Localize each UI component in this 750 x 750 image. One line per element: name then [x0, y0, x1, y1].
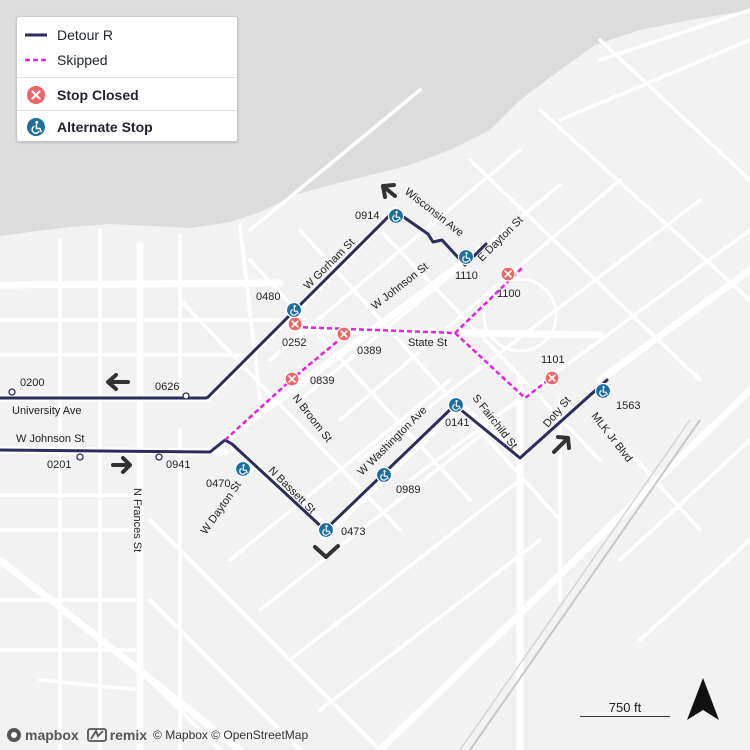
stop-label: 1100 — [497, 288, 521, 300]
stop-label: 0141 — [445, 417, 469, 429]
stop-label: 0252 — [282, 337, 306, 349]
stop-label: 0470 — [206, 478, 230, 490]
street-label: W Johnson St — [16, 433, 84, 445]
attribution: mapbox remix © Mapbox © OpenStreetMap — [6, 726, 308, 744]
scale-line — [580, 716, 670, 717]
stop-label: 0201 — [47, 459, 71, 471]
alternate-stop-icon[interactable] — [457, 248, 475, 266]
alternate-stop-icon[interactable] — [594, 382, 612, 400]
rail-line — [469, 419, 701, 750]
legend-closed-label: Stop Closed — [57, 87, 139, 103]
stop-label: 0200 — [20, 377, 44, 389]
skipped-line-icon — [25, 57, 47, 63]
street-label: University Ave — [12, 405, 82, 417]
street-label: State St — [408, 337, 447, 349]
detour-line-icon — [25, 32, 47, 38]
remix-logo-icon — [86, 727, 107, 743]
legend-alternate-label: Alternate Stop — [57, 119, 153, 135]
arrow-icon — [111, 456, 132, 474]
stop-label: 1110 — [455, 270, 478, 282]
stop-label: 0839 — [310, 375, 334, 387]
stop-label: 0914 — [355, 210, 379, 222]
remix-wordmark: remix — [109, 727, 148, 743]
stop-label: 1563 — [616, 400, 640, 412]
scale-label: 750 ft — [608, 700, 642, 715]
alternate-stop-icon[interactable] — [285, 301, 303, 319]
x-circle-icon — [25, 85, 47, 105]
stop-label: 0389 — [357, 345, 381, 357]
legend-divider — [17, 77, 237, 78]
detour-route — [0, 210, 609, 532]
alternate-stop-icon[interactable] — [447, 396, 465, 414]
mapbox-logo-icon — [6, 727, 22, 743]
regular-stops — [8, 388, 190, 461]
stop-closed-icon[interactable] — [544, 370, 560, 386]
scale-bar: 750 ft — [580, 700, 670, 717]
mapbox-wordmark: mapbox — [25, 727, 79, 743]
legend-skipped: Skipped — [17, 48, 237, 72]
legend-skipped-label: Skipped — [57, 52, 108, 68]
stop-label: 0626 — [155, 381, 179, 393]
arrow-icon — [381, 183, 397, 199]
legend-detour: Detour R — [17, 23, 237, 47]
stop-label: 0989 — [396, 484, 420, 496]
legend-divider — [17, 110, 237, 111]
stop-label: 0480 — [256, 291, 280, 303]
street-label: N Frances St — [131, 488, 143, 552]
alternate-stop-icon[interactable] — [387, 207, 405, 225]
legend-closed: Stop Closed — [17, 81, 237, 109]
arrow-icon — [313, 544, 340, 559]
stop-closed-icon[interactable] — [336, 326, 352, 342]
legend-detour-label: Detour R — [57, 27, 114, 43]
copyright-link[interactable]: © Mapbox © OpenStreetMap — [153, 728, 309, 742]
north-arrow-icon — [687, 678, 719, 720]
stop-closed-icon[interactable] — [287, 316, 303, 332]
arrow-icon — [106, 373, 130, 391]
wheelchair-icon — [25, 117, 47, 137]
alternate-stop-icon[interactable] — [375, 466, 393, 484]
legend-alternate: Alternate Stop — [17, 113, 237, 141]
alternate-stop-icon[interactable] — [317, 521, 335, 539]
direction-arrows — [106, 183, 571, 559]
legend: Detour R Skipped Stop Closed Alternate S… — [16, 16, 238, 142]
stop-label: 0941 — [166, 459, 190, 471]
stop-closed-icon[interactable] — [500, 266, 516, 282]
stop-closed-icon[interactable] — [284, 371, 300, 387]
arrow-icon — [552, 435, 571, 454]
alternate-stop-icon[interactable] — [234, 460, 252, 478]
stop-label: 1101 — [541, 354, 565, 366]
stop-label: 0473 — [341, 526, 365, 538]
